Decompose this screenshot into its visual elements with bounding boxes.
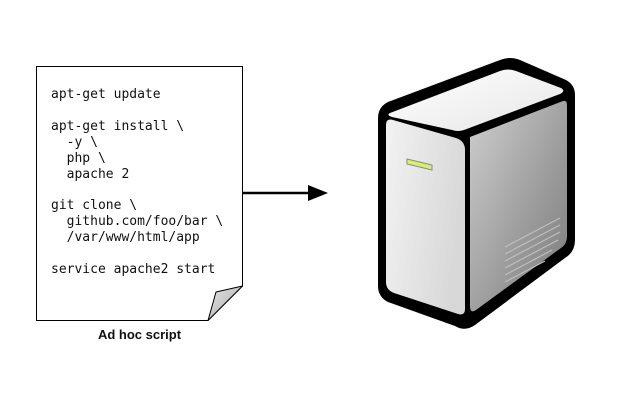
- server-led: [406, 158, 433, 171]
- script-code: apt-get update apt-get install \ -y \ ph…: [51, 87, 224, 277]
- server-side-face: [470, 100, 567, 312]
- server-tower-icon: [378, 58, 575, 329]
- script-caption: Ad hoc script: [97, 327, 182, 342]
- server-front-face: [386, 119, 465, 315]
- document-icon: [36, 66, 243, 321]
- server-vents: [504, 217, 561, 283]
- document-fold: [207, 285, 243, 321]
- server-top-face: [388, 69, 564, 131]
- arrow-right-icon: [243, 185, 328, 201]
